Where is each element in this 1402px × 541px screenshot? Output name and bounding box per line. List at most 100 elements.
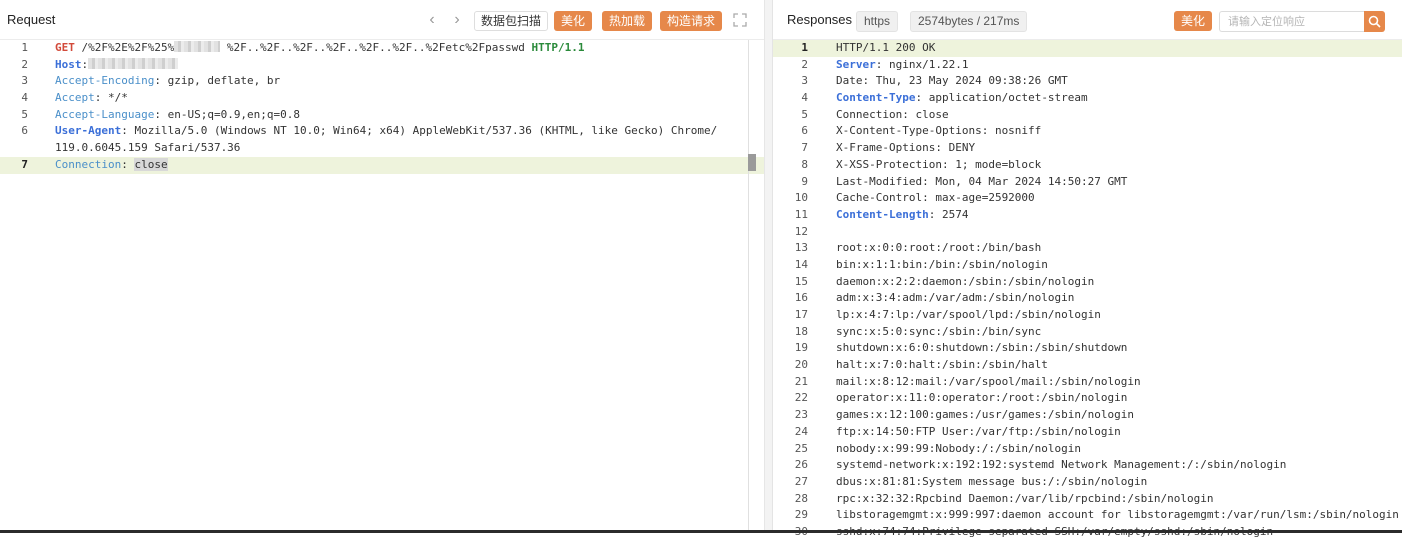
code-token: Connection: close (836, 107, 949, 121)
line-text: X-Frame-Options: DENY (836, 140, 975, 157)
line-number: 4 (21, 91, 28, 105)
code-token: Date: Thu, 23 May 2024 09:38:26 GMT (836, 74, 1068, 88)
code-line: 12 (773, 224, 1402, 241)
code-token: Server (836, 57, 876, 71)
code-token: 119.0.6045.159 Safari/537.36 (55, 141, 241, 155)
code-token: X-Frame-Options: DENY (836, 141, 976, 155)
code-line: 22 operator:x:11:0:operator:/root:/sbin/n… (773, 390, 1402, 407)
line-number: 17 (794, 308, 808, 321)
line-number: 26 (794, 458, 808, 472)
line-number: 24 (794, 424, 808, 438)
line-text: HTTP/1.1 200 OK (836, 40, 935, 57)
line-text: root:x:0:0:root:/root:/bin/bash (836, 240, 1041, 257)
code-token: lp:x:4:7:lp:/var/spool/lpd:/sbin/nologin (836, 308, 1101, 321)
code-token: : gzip, deflate, br (154, 74, 281, 88)
response-search-input[interactable] (1219, 11, 1364, 32)
line-number: 15 (794, 274, 808, 288)
code-token: HTTP/1.1 200 OK (836, 41, 936, 54)
line-number: 9 (801, 174, 808, 188)
line-text: adm:x:3:4:adm:/var/adm:/sbin/nologin (836, 290, 1074, 307)
editor-scrollbar[interactable] (748, 154, 756, 171)
code-token: Accept-Encoding (55, 74, 155, 88)
request-header: Request ‹ › 数据包扫描 美化 热加载 构造请求 (0, 0, 764, 40)
line-text: Date: Thu, 23 May 2024 09:38:26 GMT (836, 73, 1068, 90)
search-button[interactable] (1364, 11, 1385, 32)
response-header: Responses https 2574bytes / 217ms 美化 (773, 0, 1402, 40)
line-number: 27 (794, 474, 808, 488)
code-token: bin:x:1:1:bin:/bin:/sbin/nologin (836, 257, 1048, 271)
line-number: 6 (21, 124, 28, 138)
redacted-text (174, 41, 221, 52)
packet-scan-button[interactable]: 数据包扫描 (474, 11, 549, 31)
line-number: 23 (794, 408, 808, 422)
code-token: sync:x:5:0:sync:/sbin:/bin/sync (836, 324, 1042, 338)
code-line: 19 shutdown:x:6:0:shutdown:/sbin:/sbin/sh… (773, 340, 1402, 357)
request-beautify-button[interactable]: 美化 (554, 11, 593, 31)
chevron-left-icon[interactable]: ‹ (429, 11, 435, 28)
line-number: 21 (794, 374, 808, 388)
line-number: 11 (794, 207, 808, 221)
line-text: Connection: close (836, 107, 949, 124)
build-request-button[interactable]: 构造请求 (660, 11, 723, 31)
code-token: Accept (55, 91, 95, 105)
line-text: operator:x:11:0:operator:/root:/sbin/nol… (836, 390, 1127, 407)
code-token: X-Content-Type-Options: nosniff (836, 124, 1042, 138)
response-title: Responses (787, 12, 853, 27)
code-token: : en-US;q=0.9,en;q=0.8 (154, 107, 301, 121)
request-title: Request (7, 12, 56, 27)
line-number: 19 (794, 341, 808, 355)
hot-load-button[interactable]: 热加载 (602, 11, 653, 31)
code-token: systemd-network:x:192:192:systemd Networ… (836, 458, 1287, 472)
line-text: rpc:x:32:32:Rpcbind Daemon:/var/lib/rpcb… (836, 491, 1214, 508)
chevron-right-icon[interactable]: › (454, 11, 460, 28)
line-text: libstoragemgmt:x:999:997:daemon account … (836, 507, 1399, 524)
line-number: 22 (794, 391, 808, 405)
code-token: shutdown:x:6:0:shutdown:/sbin:/sbin/shut… (836, 341, 1128, 355)
editor-scroll-track (748, 40, 749, 530)
code-token: halt:x:7:0:halt:/sbin:/sbin/halt (836, 358, 1048, 372)
code-token: : application/octet-stream (915, 91, 1088, 105)
code-line: 1 HTTP/1.1 200 OK (773, 40, 1402, 57)
line-number: 1 (21, 41, 28, 54)
line-text: Connection: close (55, 157, 168, 174)
pane-splitter[interactable] (764, 0, 772, 533)
code-line: 4 Accept: */* (0, 90, 764, 107)
code-token: : nginx/1.22.1 (875, 57, 969, 71)
code-line: 119.0.6045.159 Safari/537.36 (0, 140, 764, 157)
line-text: Host: (55, 57, 179, 74)
code-token: Content-Type (836, 91, 916, 105)
code-line: 5 Connection: close (773, 107, 1402, 124)
code-token: rpc:x:32:32:Rpcbind Daemon:/var/lib/rpcb… (836, 491, 1214, 505)
line-text: Cache-Control: max-age=2592000 (836, 190, 1035, 207)
line-text: lp:x:4:7:lp:/var/spool/lpd:/sbin/nologin (836, 307, 1101, 324)
response-beautify-button[interactable]: 美化 (1174, 11, 1213, 31)
code-token: : (81, 57, 89, 71)
response-pane: Responses https 2574bytes / 217ms 美化 1 HT… (772, 0, 1402, 538)
line-number: 8 (801, 157, 808, 171)
line-number: 5 (801, 107, 808, 121)
line-text: bin:x:1:1:bin:/bin:/sbin/nologin (836, 257, 1048, 274)
code-token: : Mozilla/5.0 (Windows NT 10.0; Win64; x… (121, 124, 718, 138)
code-token: operator:x:11:0:operator:/root:/sbin/nol… (836, 391, 1128, 405)
code-line: 17 lp:x:4:7:lp:/var/spool/lpd:/sbin/nolog… (773, 307, 1402, 324)
line-text: Content-Length: 2574 (836, 207, 968, 224)
line-text: Accept: */* (55, 90, 128, 107)
code-token: games:x:12:100:games:/usr/games:/sbin/no… (836, 408, 1135, 422)
line-number: 1 (801, 41, 808, 54)
line-text: sync:x:5:0:sync:/sbin:/bin/sync (836, 324, 1041, 341)
code-token: nobody:x:99:99:Nobody:/:/sbin/nologin (836, 441, 1082, 455)
fullscreen-icon[interactable] (733, 13, 747, 32)
